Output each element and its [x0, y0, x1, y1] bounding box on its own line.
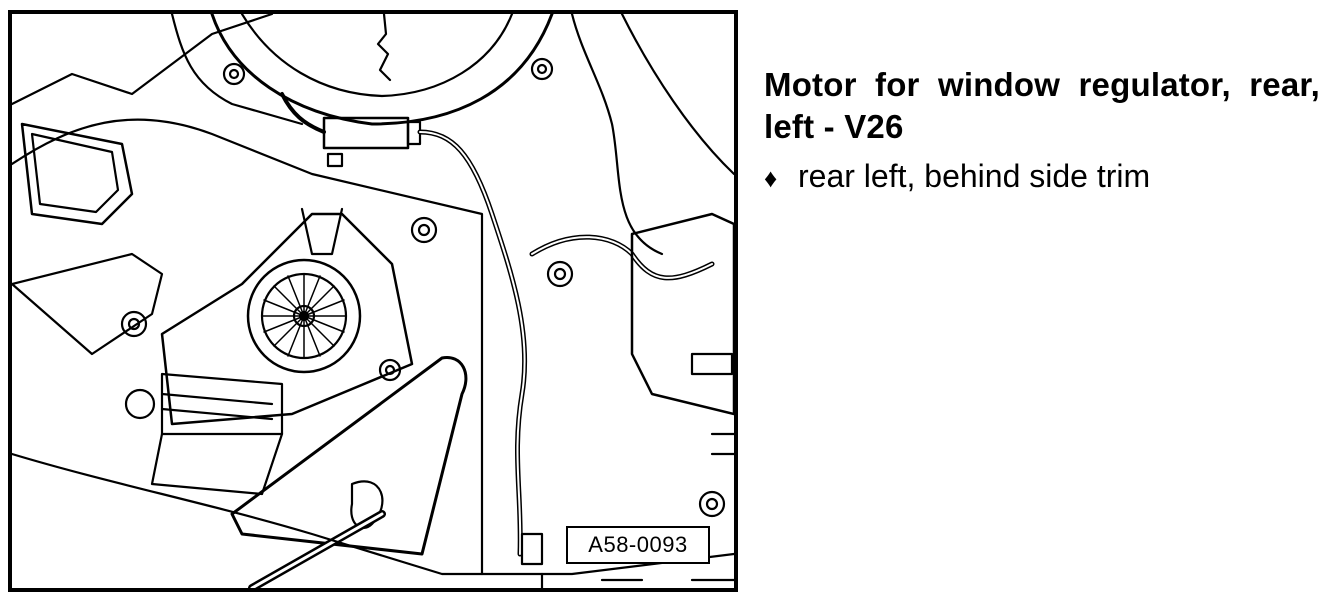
diamond-bullet-icon: ♦	[764, 163, 778, 193]
figure-reference-code: A58-0093	[566, 526, 710, 564]
door-interior-drawing	[12, 14, 734, 588]
description-column: Motor for window regulator, rear, left -…	[764, 64, 1320, 198]
component-heading: Motor for window regulator, rear, left -…	[764, 66, 1320, 145]
technical-illustration: A58-0093	[8, 10, 738, 592]
location-note: rear left, behind side trim	[798, 158, 1151, 194]
list-item: ♦ rear left, behind side trim	[764, 156, 1320, 198]
